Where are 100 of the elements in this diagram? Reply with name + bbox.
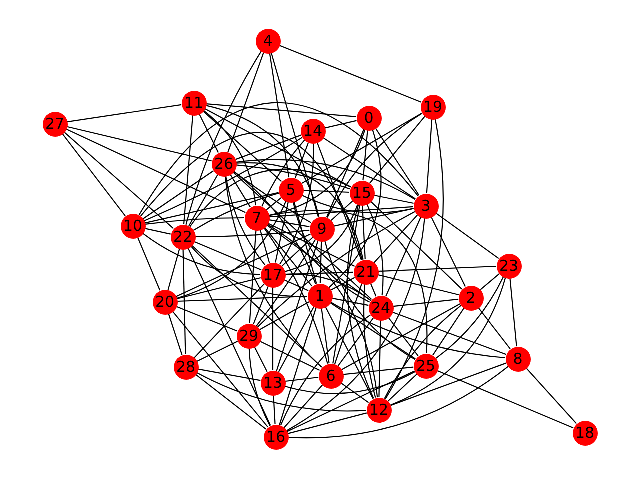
edge-line: [194, 284, 265, 358]
node-label: 23: [499, 258, 519, 274]
edge-line: [168, 248, 180, 290]
edge-line: [325, 306, 374, 400]
edge-line: [138, 102, 419, 216]
edge-line: [269, 220, 310, 228]
edge-line: [206, 104, 357, 118]
graph-node: [170, 224, 196, 250]
node-label: 14: [303, 124, 323, 138]
edge-line: [326, 129, 365, 218]
edge-line: [284, 372, 416, 394]
graph-node: [310, 216, 334, 242]
edge-line: [510, 278, 518, 347]
edge-line: [236, 162, 364, 260]
edge-line: [249, 230, 257, 324]
edge-line: [260, 341, 320, 371]
graph-node: [120, 214, 146, 238]
edge-line: [192, 245, 322, 368]
graph-node: [506, 346, 530, 372]
edge-line: [266, 224, 372, 302]
graph-node: [308, 284, 332, 308]
edge-line: [330, 302, 506, 359]
edge-line: [258, 211, 416, 328]
edge-line: [182, 249, 186, 355]
edge-line: [330, 277, 356, 291]
edge-line: [320, 241, 322, 284]
edge-line: [388, 374, 418, 402]
edge-line: [260, 230, 270, 264]
edge-line: [327, 113, 423, 218]
edge-line: [194, 241, 262, 271]
edge-line: [145, 217, 244, 225]
node-label: 7: [252, 210, 262, 226]
graph-node: [174, 354, 198, 380]
edge-line: [202, 110, 282, 182]
edge-line: [268, 223, 356, 267]
graph-node: [366, 398, 392, 422]
node-label: 20: [155, 294, 175, 310]
edge-line: [437, 370, 574, 429]
edge-line: [278, 306, 315, 372]
node-label: 1: [315, 288, 325, 304]
edge-line: [302, 112, 422, 184]
node-label: 29: [239, 328, 259, 344]
edge-line: [196, 372, 367, 412]
edge-line: [232, 172, 372, 300]
node-label: 18: [575, 426, 595, 440]
edge-line: [431, 216, 466, 288]
edge-line: [224, 176, 322, 368]
graph-node: [318, 364, 344, 388]
edge-line: [269, 210, 428, 354]
edge-line: [196, 341, 238, 362]
edge-line: [256, 239, 316, 326]
edge-line: [272, 288, 274, 370]
node-label: 5: [286, 182, 296, 198]
edge-line: [332, 205, 360, 364]
node-label: 17: [263, 268, 283, 282]
node-label: 3: [421, 198, 431, 214]
edge-line: [338, 318, 374, 366]
edge-line: [288, 412, 368, 434]
graph-node: [414, 354, 438, 378]
edge-line: [378, 320, 382, 398]
node-label: 24: [371, 300, 391, 316]
edge-line: [325, 120, 357, 129]
edge-line: [262, 140, 306, 207]
graph-node: [356, 106, 382, 130]
edge-line: [193, 192, 280, 231]
edge-line: [198, 368, 261, 382]
edge-line: [230, 174, 251, 208]
graph-node: [182, 90, 206, 116]
edge-line: [334, 284, 363, 364]
edge-line: [384, 305, 462, 400]
graph-node: [212, 152, 236, 176]
edge-line: [264, 227, 313, 287]
edge-line: [370, 283, 377, 297]
edge-line: [324, 240, 416, 360]
graph-node: [350, 180, 374, 206]
edge-line: [236, 134, 302, 160]
graph-node: [458, 286, 484, 310]
edge-line: [284, 204, 358, 272]
node-label: 22: [173, 230, 193, 244]
edge-line: [176, 277, 262, 300]
edge-line: [137, 237, 161, 291]
graph-node: [236, 324, 262, 348]
graph-node: [256, 28, 280, 54]
edge-line: [366, 204, 384, 296]
graph-node: [152, 290, 178, 314]
node-label: 9: [317, 222, 327, 236]
edge-line: [225, 176, 266, 266]
edge-line: [392, 312, 506, 356]
edge-line: [64, 132, 174, 230]
edge-line: [330, 302, 416, 360]
edge-line: [62, 134, 126, 216]
edge-line: [375, 128, 420, 196]
graph-node: [244, 206, 270, 230]
graph-node: [42, 112, 68, 136]
edge-line: [390, 278, 506, 406]
edge-line: [142, 233, 261, 276]
edge-line: [432, 308, 465, 356]
edge-line: [426, 119, 433, 194]
edge-line: [279, 45, 422, 103]
edge-line: [188, 248, 272, 426]
